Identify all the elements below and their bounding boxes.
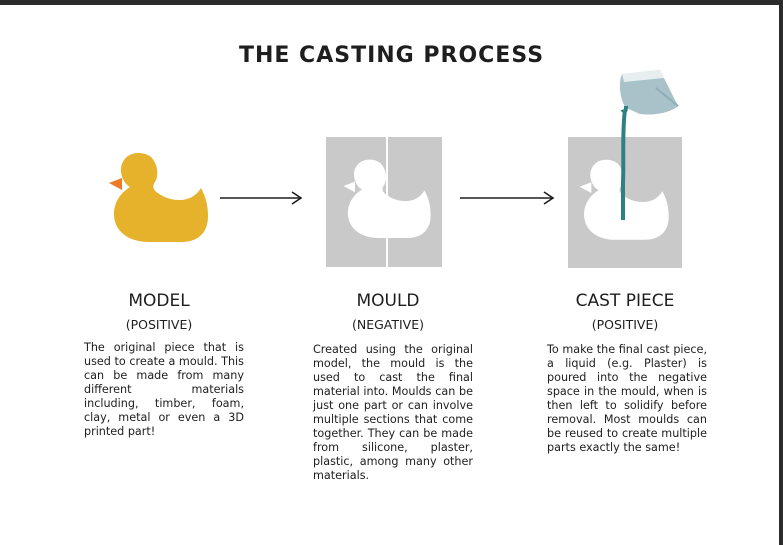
mould-description: Created using the original model, the mo…: [313, 343, 473, 482]
model-description: The original piece that is used to creat…: [84, 341, 244, 438]
jug-icon: [619, 70, 679, 115]
cast-piece-subheading: (POSITIVE): [591, 317, 659, 332]
duck-beak: [109, 178, 122, 190]
model-subheading: (POSITIVE): [125, 317, 193, 332]
diagram-title: THE CASTING PROCESS: [238, 43, 545, 68]
cast-piece-icon: [568, 70, 682, 268]
model-heading: MODEL: [128, 291, 190, 311]
arrow-mould-to-cast-icon: [460, 191, 555, 205]
arrow-model-to-mould-icon: [220, 191, 303, 205]
cast-piece-heading: CAST PIECE: [575, 291, 675, 311]
mould-subheading: (NEGATIVE): [351, 317, 425, 332]
cast-piece-description: To make the final cast piece, a liquid (…: [547, 343, 707, 454]
mould-icon: [326, 137, 442, 267]
mould-heading: MOULD: [356, 291, 420, 311]
duck-model-icon: [109, 153, 208, 242]
pour-stream: [621, 109, 627, 220]
